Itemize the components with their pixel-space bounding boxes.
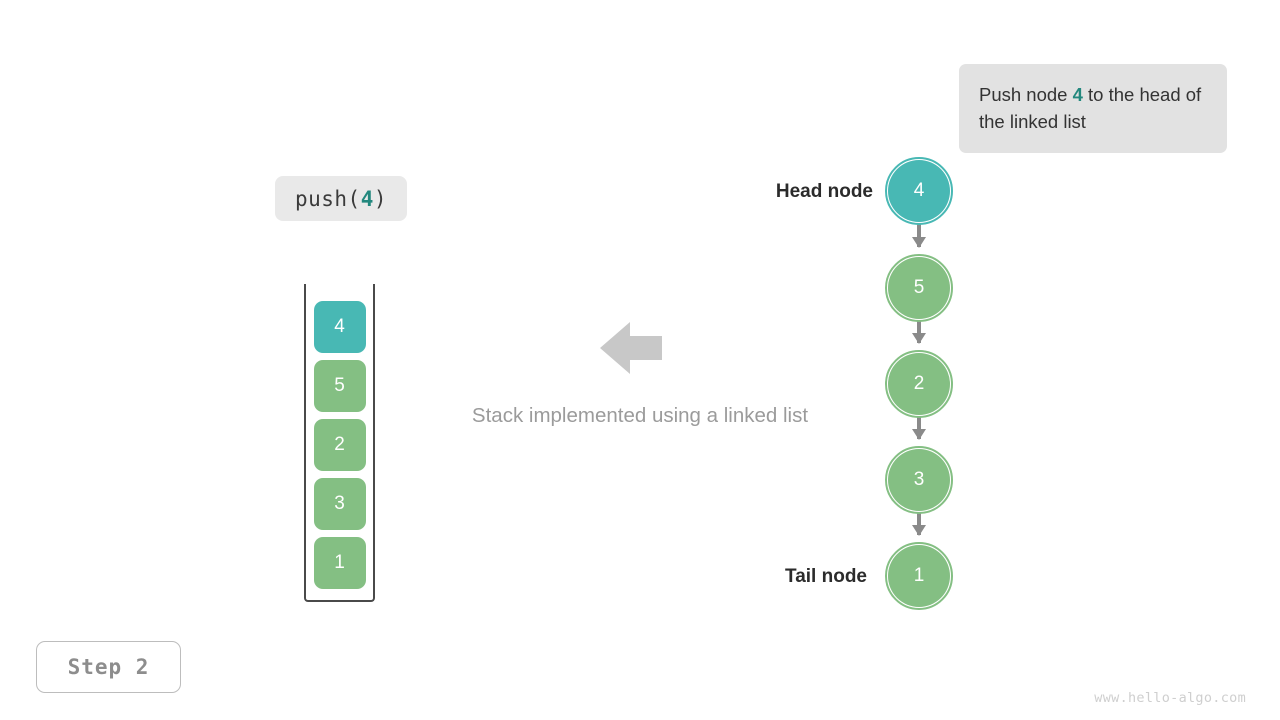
linked-list-node: 2 [885,350,953,418]
linked-list-node-value: 5 [913,277,925,298]
linked-list-node: 4 [885,157,953,225]
callout-text-after: to the head of the linked list [979,84,1202,132]
stack-cell: 3 [313,478,366,530]
site-watermark: www.hello-algo.com [1094,690,1246,706]
stack-cell-value: 4 [334,316,345,337]
linked-list-arrow-icon [912,224,926,248]
linked-list-arrow-icon [912,321,926,344]
stack-container: 4 5 2 3 1 [304,284,375,602]
stack-cell: 5 [313,360,366,412]
push-suffix: ) [373,186,388,211]
node-ring [885,350,953,418]
tail-node-label: Tail node [785,566,867,587]
linked-list-node-value: 2 [913,373,925,394]
linked-list-arrow-icon [912,513,926,536]
head-node-label: Head node [775,181,873,202]
push-argument-value: 4 [360,186,374,211]
stack-cell: 4 [313,301,366,353]
linked-list-node-value: 3 [913,469,925,490]
stack-cell: 2 [313,419,366,471]
linked-list-node-value: 1 [913,565,925,586]
node-ring [885,542,953,610]
linked-list-arrow-icon [912,417,926,440]
stack-cell-value: 5 [334,375,345,396]
node-ring [885,254,953,322]
step-badge: Step 2 [36,641,181,693]
linked-list-node-value: 4 [913,180,925,201]
push-operation-label: push(4) [275,176,407,221]
linked-list-container: 4 5 2 3 1 [885,157,953,618]
left-block-arrow-icon [600,318,664,378]
stack-cell-value: 3 [334,493,345,514]
linked-list-node: 1 [885,542,953,610]
node-ring [885,446,953,514]
push-prefix: push( [294,186,361,211]
stack-cell-value: 2 [334,434,345,455]
callout-text-before: Push node [979,84,1073,105]
stack-cell-value: 1 [334,552,345,573]
diagram-caption: Stack implemented using a linked list [471,404,809,427]
callout-highlight-value: 4 [1072,84,1083,105]
callout-box: Push node 4 to the head of the linked li… [959,64,1227,153]
linked-list-node: 3 [885,446,953,514]
stack-cell: 1 [313,537,366,589]
linked-list-node: 5 [885,254,953,322]
node-ring [885,157,953,225]
